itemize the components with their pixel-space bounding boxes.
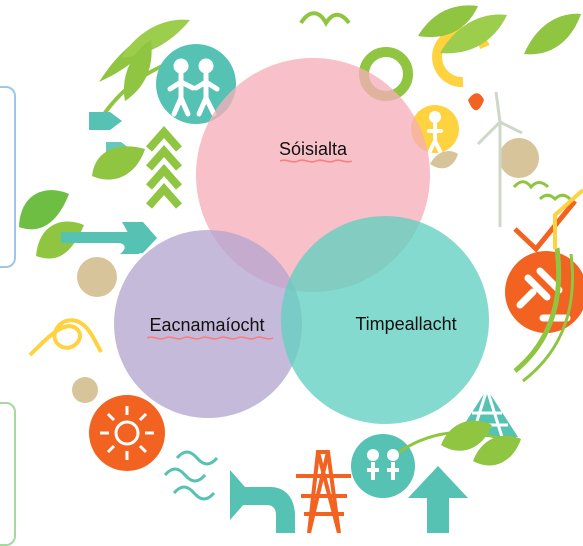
wind-turbine-icon (476, 91, 523, 227)
leaf-branch-icon (524, 13, 581, 55)
check-arrow-icon (513, 199, 577, 253)
decorative-icon-ring (19, 5, 583, 533)
person-group-figures-icon (367, 449, 399, 480)
ribbon-arrow-icon (122, 222, 157, 253)
waves-icon (163, 450, 219, 501)
small-leaf-icon (441, 420, 492, 451)
venn-circles (114, 58, 489, 424)
person-figure-icon (427, 111, 443, 153)
sustainability-venn-diagram: Sóisialta Eacnamaíocht Timpeallacht (0, 5, 583, 546)
social-label: Sóisialta (279, 139, 348, 159)
green-arc-icon (513, 247, 562, 373)
economic-label: Eacnamaíocht (149, 315, 264, 335)
bird-icon (538, 193, 572, 202)
leaf-icon (19, 190, 69, 230)
ribbon-arrow-icon (61, 232, 144, 254)
environment-label: Timpeallacht (355, 314, 456, 334)
economic-circle (114, 230, 302, 418)
chevron-stack-icon (146, 125, 182, 209)
bird-icon (299, 11, 351, 27)
diagram-canvas: Sóisialta Eacnamaíocht Timpeallacht (19, 5, 583, 533)
upward-arrow-icon (408, 466, 468, 533)
left-edge-panel-top (0, 86, 16, 268)
leaf-icon (92, 146, 145, 180)
turn-arrow-icon (230, 470, 252, 520)
turn-arrow-icon (238, 487, 295, 533)
social-label-underline (279, 159, 353, 163)
laurel-leaf-icon (121, 19, 190, 58)
leaf-branch-icon (440, 14, 507, 54)
sand-dot-icon (72, 377, 98, 403)
sand-dot-icon (77, 257, 117, 297)
sand-dot-icon (499, 138, 539, 178)
leaf-branch-icon (418, 5, 478, 38)
leaf-icon (36, 221, 84, 259)
person-group-icon (351, 434, 415, 498)
environment-circle (281, 216, 489, 424)
sand-dot-icon (430, 151, 458, 169)
loop-line-icon (28, 318, 103, 357)
house-outline-icon (553, 188, 583, 249)
vine-icon (398, 430, 515, 454)
arrow-flag-icon (89, 112, 122, 130)
people-figures-icon (167, 58, 220, 117)
green-arc-icon (522, 253, 575, 383)
bird-icon (512, 180, 550, 190)
economic-label-underline (146, 336, 274, 340)
sun-rays-icon (100, 406, 154, 460)
pylon-icon (296, 450, 351, 533)
orange-drop-icon (468, 93, 484, 111)
